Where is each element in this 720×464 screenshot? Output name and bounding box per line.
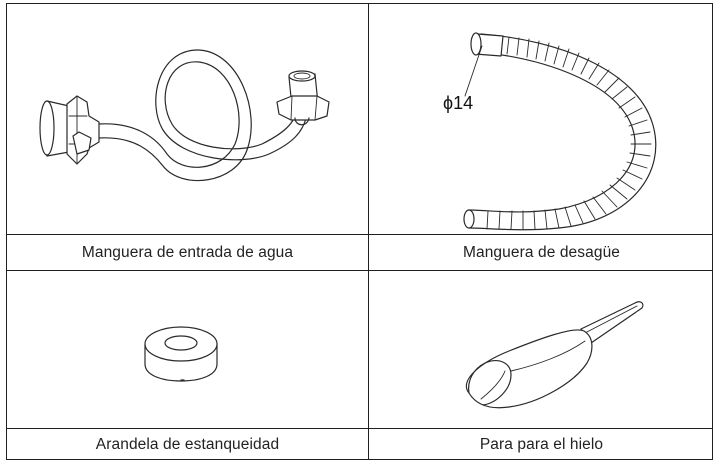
ice-scoop-illustration (465, 301, 644, 409)
sealing-washer-illustration (144, 326, 218, 382)
row-divider-2 (7, 270, 712, 271)
inlet-hose-illustration (39, 49, 330, 181)
row-divider-3 (7, 428, 712, 429)
diameter-annotation: ϕ14 (443, 93, 474, 113)
parts-table: ϕ14 Manguera de entrada de agua Manguera… (6, 3, 713, 460)
row-divider-1 (7, 234, 712, 235)
inlet-hose-caption: Manguera de entrada de agua (81, 243, 294, 261)
sealing-washer-caption: Arandela de estanqueidad (95, 435, 280, 453)
drain-hose-illustration (463, 32, 657, 231)
sealing-washer-image-cell (7, 271, 368, 428)
ice-scoop-image-cell (369, 271, 714, 428)
ice-scoop-caption: Para para el hielo (479, 435, 604, 453)
drain-hose-image-cell: ϕ14 (369, 4, 714, 234)
inlet-hose-image-cell (7, 4, 368, 234)
column-divider (368, 4, 369, 459)
drain-hose-caption: Manguera de desagüe (462, 243, 621, 261)
